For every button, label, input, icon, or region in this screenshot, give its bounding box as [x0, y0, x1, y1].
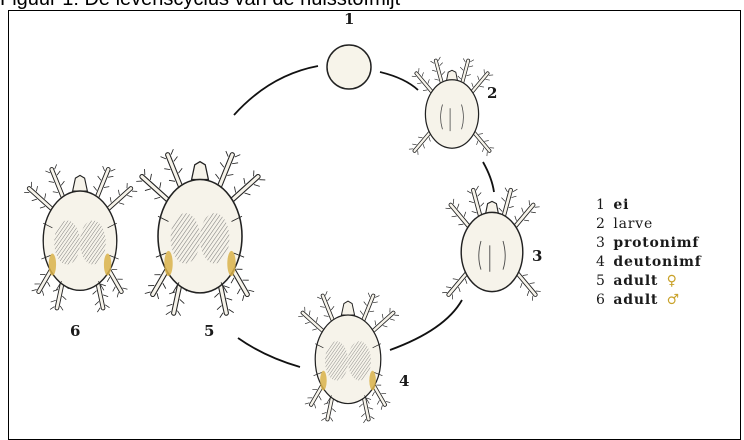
protonymph-illustration: [441, 186, 542, 302]
stage-number-5: 5: [204, 322, 214, 340]
stage-number-2: 2: [487, 84, 497, 102]
male-symbol-icon: ♂: [667, 292, 680, 308]
stage-number-1: 1: [344, 10, 354, 28]
legend-item-protonymph: 3 protonimf: [596, 234, 702, 253]
legend-number: 1: [596, 197, 605, 213]
stage-number-3: 3: [532, 247, 542, 265]
legend-item-larva: 2 larve: [596, 215, 702, 234]
stage-number-4: 4: [399, 372, 409, 390]
legend-label: larve: [613, 216, 653, 232]
larva-illustration: [408, 57, 495, 157]
legend-label: adult: [613, 273, 658, 289]
legend-item-egg: 1 ei: [596, 196, 702, 215]
legend-label: deutonimf: [613, 254, 701, 270]
deutonymph-illustration: [296, 291, 399, 423]
legend-number: 4: [596, 254, 605, 270]
legend-item-adult-male: 6 adult ♂: [596, 291, 702, 310]
stage-number-6: 6: [70, 322, 80, 340]
legend-label: protonimf: [613, 235, 699, 251]
female-symbol-icon: ♀: [667, 273, 677, 289]
legend: 1 ei 2 larve 3 protonimf 4 deutonimf 5 a…: [596, 196, 702, 310]
legend-number: 5: [596, 273, 605, 289]
legend-item-adult-female: 5 adult ♀: [596, 272, 702, 291]
legend-number: 6: [596, 292, 605, 308]
legend-item-deutonymph: 4 deutonimf: [596, 253, 702, 272]
legend-number: 2: [596, 216, 605, 232]
adult-female-illustration: [134, 149, 266, 318]
legend-label: adult: [613, 292, 658, 308]
egg-icon: [327, 45, 371, 89]
legend-label: ei: [613, 197, 629, 213]
adult-male-illustration: [22, 164, 138, 312]
legend-number: 3: [596, 235, 605, 251]
